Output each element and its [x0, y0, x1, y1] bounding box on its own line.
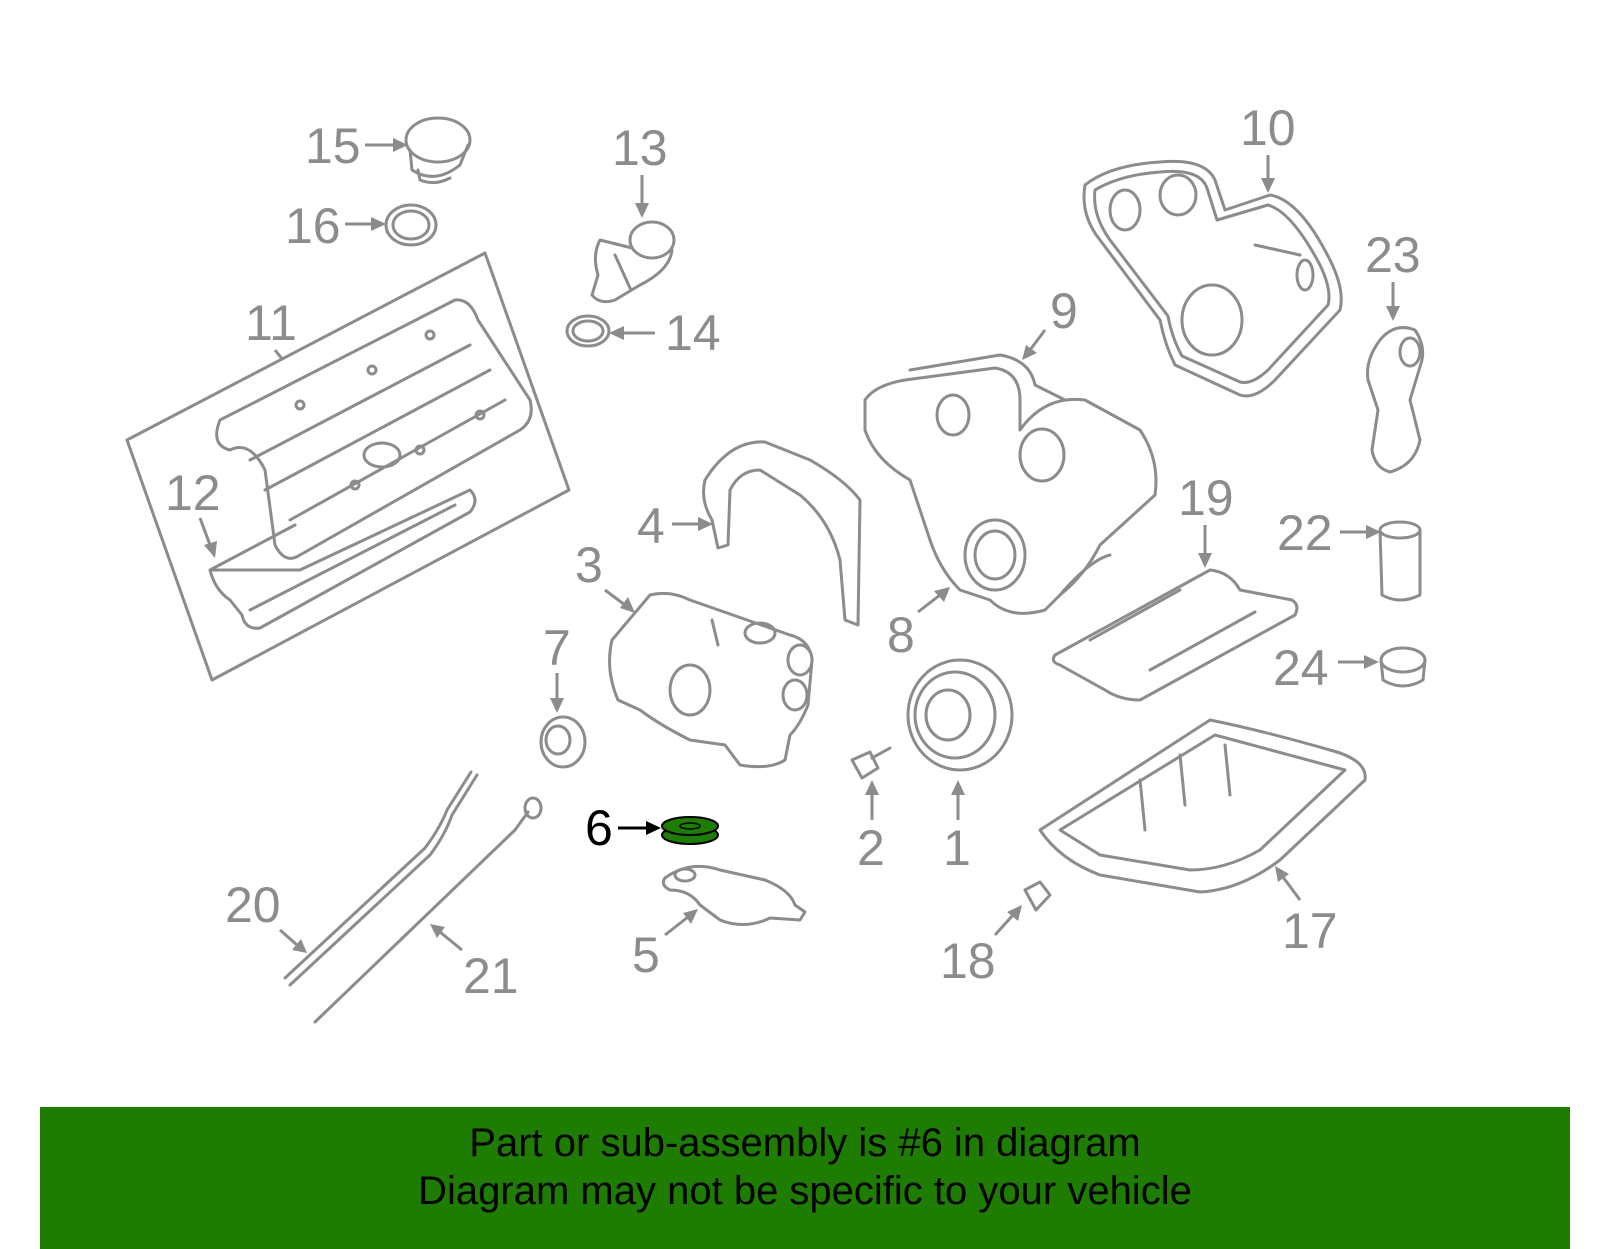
callout-19: 19 [1178, 470, 1234, 526]
callout-10: 10 [1240, 100, 1296, 156]
part-22-filter-element[interactable] [1378, 520, 1422, 602]
part-21-dipstick[interactable] [313, 796, 543, 1024]
callout-17: 17 [1282, 903, 1338, 959]
callout-16: 16 [285, 198, 341, 254]
part-5-pickup-tube[interactable] [661, 864, 807, 926]
callout-3: 3 [575, 537, 603, 593]
callout-2: 2 [857, 820, 885, 876]
part-13-filler-neck[interactable] [590, 220, 676, 304]
part-1-pulley[interactable] [906, 658, 1014, 772]
part-4-gasket[interactable] [702, 440, 862, 627]
part-3-oil-pump[interactable] [608, 591, 814, 769]
callout-6-highlighted: 6 [585, 800, 613, 856]
callout-12: 12 [165, 465, 221, 521]
part-23-filter-housing[interactable] [1366, 326, 1425, 474]
callout-22: 22 [1277, 505, 1333, 561]
banner-line-2: Diagram may not be specific to your vehi… [418, 1169, 1192, 1213]
part-24-filter-cap[interactable] [1379, 646, 1427, 688]
part-14-o-ring[interactable] [565, 314, 611, 348]
callout-15: 15 [305, 118, 361, 174]
part-12-gasket[interactable] [208, 488, 477, 630]
info-banner: Part or sub-assembly is #6 in diagram Di… [40, 1107, 1570, 1249]
part-17-oil-pan[interactable] [1038, 718, 1367, 894]
callout-18: 18 [940, 933, 996, 989]
part-2-bolt[interactable] [850, 746, 892, 780]
callout-13: 13 [612, 120, 668, 176]
part-10-timing-cover-gasket[interactable] [1082, 159, 1343, 398]
callout-1: 1 [943, 820, 971, 876]
callout-7: 7 [543, 620, 571, 676]
part-15-filler-cap[interactable] [404, 116, 472, 185]
part-16-seal-ring[interactable] [384, 203, 438, 247]
callout-5: 5 [632, 927, 660, 983]
callout-20: 20 [225, 877, 281, 933]
callout-24: 24 [1273, 640, 1329, 696]
callout-labels: 15 16 13 14 11 12 10 9 23 4 19 22 3 8 7 … [165, 100, 1421, 1004]
part-8-front-cover[interactable] [863, 366, 1158, 615]
part-6-highlighted-seal[interactable] [661, 816, 719, 845]
callout-8: 8 [887, 607, 915, 663]
part-19-baffle[interactable] [1051, 568, 1299, 702]
part-7-front-seal[interactable] [539, 715, 587, 769]
callout-21: 21 [463, 948, 519, 1004]
callout-4: 4 [637, 498, 665, 554]
part-18-drain-plug[interactable] [1023, 880, 1052, 912]
leader-arrows [198, 138, 1400, 953]
callout-9: 9 [1050, 283, 1078, 339]
callout-11: 11 [245, 295, 297, 351]
part-20-dipstick-tube[interactable] [283, 770, 479, 987]
callout-14: 14 [665, 305, 721, 361]
part-9-cover-gasket[interactable] [908, 353, 1147, 442]
part-11-valve-cover[interactable] [125, 251, 571, 682]
callout-23: 23 [1365, 227, 1421, 283]
banner-line-1: Part or sub-assembly is #6 in diagram [469, 1121, 1141, 1165]
